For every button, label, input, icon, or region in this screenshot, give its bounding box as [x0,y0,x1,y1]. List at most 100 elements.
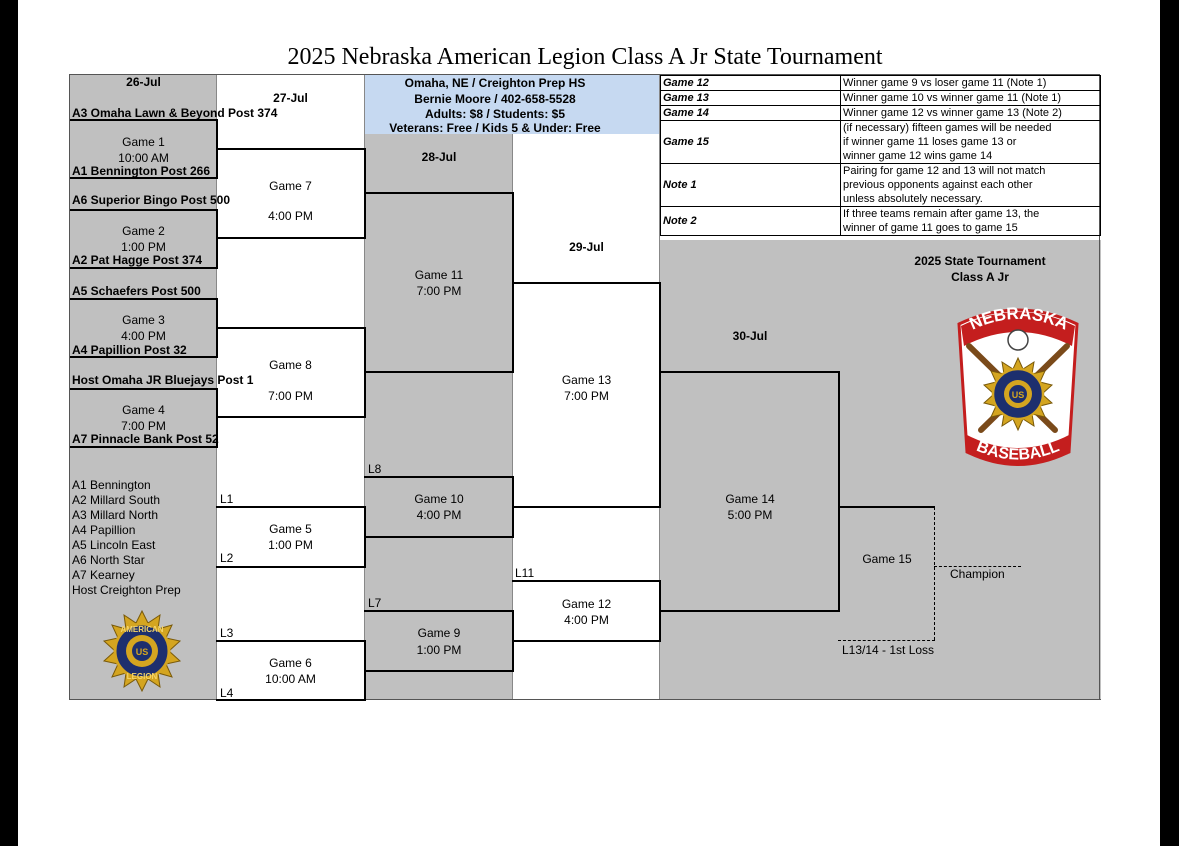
note-value: Pairing for game 12 and 13 will not matc… [840,163,1101,207]
team-a4: A4 Papillion Post 32 [72,343,187,357]
game-2-label: Game 2 [122,224,165,238]
bracket-line [216,640,366,642]
game-1-time: 10:00 AM [118,151,169,165]
game-14-label: Game 14 [725,492,775,506]
bracket-line [364,371,514,373]
date-29-jul: 29-Jul [569,240,604,254]
team-a2: A2 Pat Hagge Post 374 [72,253,203,267]
note-line: Winner game 10 vs winner game 11 (Note 1… [843,92,1062,104]
seed-item: Host Creighton Prep [72,583,181,597]
game-3-time: 4:00 PM [121,329,166,343]
date-28-jul: 28-Jul [421,150,457,164]
note-line: winner of game 11 goes to game 15 [843,222,1018,234]
game-8-time: 7:00 PM [268,389,313,403]
note-value: Winner game 12 vs winner game 13 (Note 2… [840,105,1101,121]
seed-item: A2 Millard South [72,493,161,507]
seed-item: A3 Millard North [72,508,159,522]
note-key: Note 1 [660,163,841,207]
game-12-label: Game 12 [561,597,612,611]
note-line: Pairing for game 12 and 13 will not matc… [843,165,1046,177]
bracket-line [216,209,218,269]
game-11-time: 7:00 PM [416,284,462,298]
bracket-line [70,388,217,390]
divider [70,699,1101,700]
bracket-line-dashed [838,640,935,641]
seed-item: A5 Lincoln East [72,538,156,552]
note-value: Winner game 10 vs winner game 11 (Note 1… [840,90,1101,106]
bracket-line [838,506,935,508]
champion-label: Champion [950,567,1005,581]
seed-list: A1 Bennington A2 Millard South A3 Millar… [72,478,181,598]
bracket-line [70,119,217,121]
game-14-time: 5:00 PM [727,508,773,522]
game-2-time: 1:00 PM [121,240,166,254]
note-line: unless absolutely necessary. [843,193,983,205]
bracket-line [659,371,840,373]
bracket-line-dashed [934,507,935,640]
emblem-ring-top-text: AMERICAN [120,625,163,634]
bracket-line [216,566,366,568]
game-4-label: Game 4 [122,403,165,417]
game-11-label: Game 11 [414,268,464,282]
note-line: previous opponents against each other [843,179,1033,191]
game-10-time: 4:00 PM [416,508,462,522]
note-key: Game 13 [660,90,841,106]
bracket-line [659,610,840,612]
note-row: Game 15(if necessary) fifteen games will… [660,120,1101,164]
loser-l1314-label: L13/14 - 1st Loss [842,643,935,657]
bracket-line [512,580,661,582]
team-a3: A3 Omaha Lawn & Beyond Post 374 [72,106,278,120]
game-6-time: 10:00 AM [265,672,316,686]
game-3-label: Game 3 [122,313,165,327]
game-7-time: 4:00 PM [268,209,313,223]
game-13-time: 7:00 PM [564,389,609,403]
venue-line-4: Veterans: Free / Kids 5 & Under: Free [389,121,601,135]
game-10-label: Game 10 [414,492,464,506]
bracket-line [70,177,217,179]
bracket-line [512,506,661,508]
game-5-label: Game 5 [269,522,312,536]
seed-item: A1 Bennington [72,478,151,492]
bracket-line [364,476,514,478]
bracket-line-dashed [934,566,1021,567]
note-line: winner game 12 wins game 14 [843,150,993,162]
venue-line-3: Adults: $8 / Students: $5 [424,107,566,121]
team-a5: A5 Schaefers Post 500 [72,284,201,298]
bracket-line [364,610,514,612]
venue-line-2: Bernie Moore / 402-658-5528 [414,92,576,106]
emblem-center-text: US [136,647,149,657]
game-15-label: Game 15 [862,552,912,566]
right-panel-title: 2025 State Tournament [914,254,1046,268]
game-5-time: 1:00 PM [268,538,313,552]
logo-center-text: US [1012,390,1025,400]
bracket-line [838,371,840,612]
emblem-ring-bottom-text: LEGION [127,672,158,681]
nebraska-baseball-logo-icon: NEBRASKA BASEBALL US [957,304,1079,466]
bracket-line [364,670,514,672]
venue-line-1: Omaha, NE / Creighton Prep HS [404,76,586,90]
bracket-line [216,506,366,508]
loser-l8-label: L8 [368,462,382,476]
note-line: Winner game 9 vs loser game 11 (Note 1) [843,77,1047,89]
bracket-line [216,388,218,448]
bracket-line [70,356,217,358]
game-13-label: Game 13 [561,373,612,387]
seed-item: A7 Kearney [72,568,135,582]
loser-l2-label: L2 [220,551,234,565]
loser-l4-label: L4 [220,686,234,700]
note-value: Winner game 9 vs loser game 11 (Note 1) [840,75,1101,91]
bracket-line [512,282,661,284]
bracket-line [364,536,514,538]
team-a7: A7 Pinnacle Bank Post 52 [72,432,219,446]
divider [512,134,513,700]
note-value: (if necessary) fifteen games will be nee… [840,120,1101,164]
game-9-time: 1:00 PM [416,643,462,657]
bracket-line [216,148,366,150]
note-line: (if necessary) fifteen games will be nee… [843,122,1052,134]
